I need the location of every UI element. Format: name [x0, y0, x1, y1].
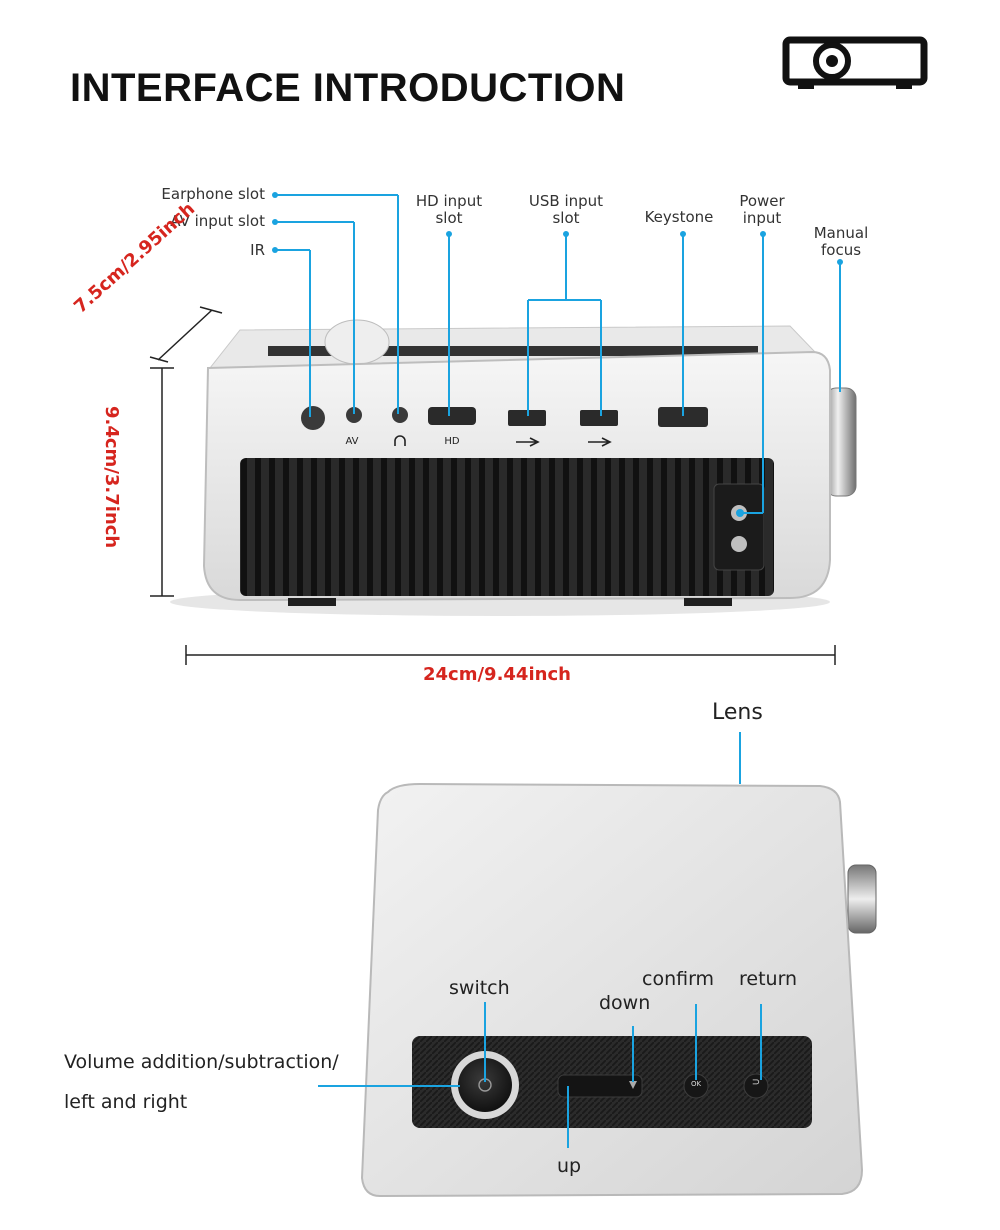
usb-input-slot-label: USB input slot — [528, 192, 604, 227]
volume-label-line2: left and right — [64, 1091, 188, 1113]
ok-button-mark: OK — [690, 1080, 702, 1088]
keystone-label: Keystone — [644, 208, 714, 226]
earphone-slot-label: Earphone slot — [161, 185, 265, 203]
hd-input-slot-label: HD input slot — [415, 192, 483, 227]
av-input-slot-label: AV input slot — [170, 212, 265, 230]
projector-top-view — [318, 732, 877, 1198]
return-label: return — [739, 968, 798, 990]
lens-label: Lens — [712, 700, 763, 725]
page-title: INTERFACE INTRODUCTION — [70, 66, 626, 110]
av-port-mark: AV — [345, 436, 359, 447]
up-label: up — [557, 1155, 582, 1177]
ir-label: IR — [250, 241, 265, 259]
projector-icon — [782, 36, 928, 89]
height-dimension: 9.4cm/3.7inch — [101, 406, 122, 549]
hd-port-mark: HD — [444, 436, 460, 447]
power-input-label: Power input — [739, 192, 785, 227]
down-label: down — [599, 992, 651, 1014]
projector-back-view — [149, 192, 857, 665]
confirm-label: confirm — [642, 968, 715, 990]
width-dimension: 24cm/9.44inch — [423, 664, 571, 685]
switch-label: switch — [449, 977, 510, 999]
manual-focus-label: Manual focus — [813, 224, 869, 259]
return-button-glyph: ⊃ — [751, 1077, 761, 1088]
volume-label-line1: Volume addition/subtraction/ — [64, 1051, 339, 1073]
